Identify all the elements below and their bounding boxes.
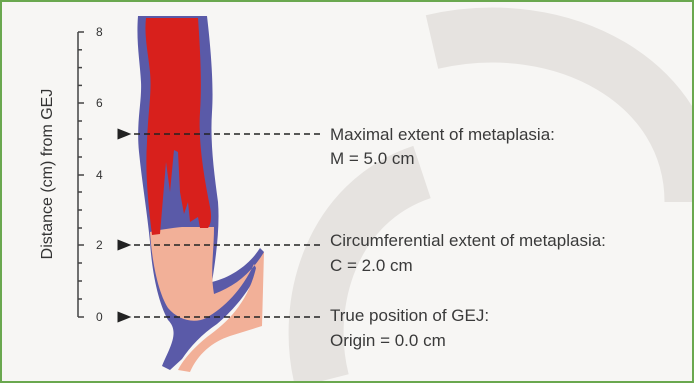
annotation-maximal-value: M = 5.0 cm xyxy=(330,149,415,168)
annotation-circumferential-title: Circumferential extent of metaplasia: xyxy=(330,231,606,250)
tick-label-2: 2 xyxy=(96,238,103,252)
watermark-logo xyxy=(316,35,692,381)
tick-label-0: 0 xyxy=(96,310,103,324)
annotation-maximal-title: Maximal extent of metaplasia: xyxy=(330,125,555,144)
y-axis-title: Distance (cm) from GEJ xyxy=(39,89,56,260)
y-axis: 0 2 4 6 8 Distance (cm) from GEJ xyxy=(39,25,103,324)
tick-label-6: 6 xyxy=(96,96,103,110)
annotation-circumferential-value: C = 2.0 cm xyxy=(330,256,413,275)
normal-mucosa xyxy=(150,227,264,372)
tick-label-4: 4 xyxy=(96,168,103,182)
annotations: Maximal extent of metaplasia: M = 5.0 cm… xyxy=(330,125,606,350)
tick-label-8: 8 xyxy=(96,25,103,39)
y-axis-ticks xyxy=(78,32,84,317)
esophagus-tube xyxy=(137,16,264,372)
annotation-gej-value: Origin = 0.0 cm xyxy=(330,331,446,350)
annotation-gej-title: True position of GEJ: xyxy=(330,306,489,325)
